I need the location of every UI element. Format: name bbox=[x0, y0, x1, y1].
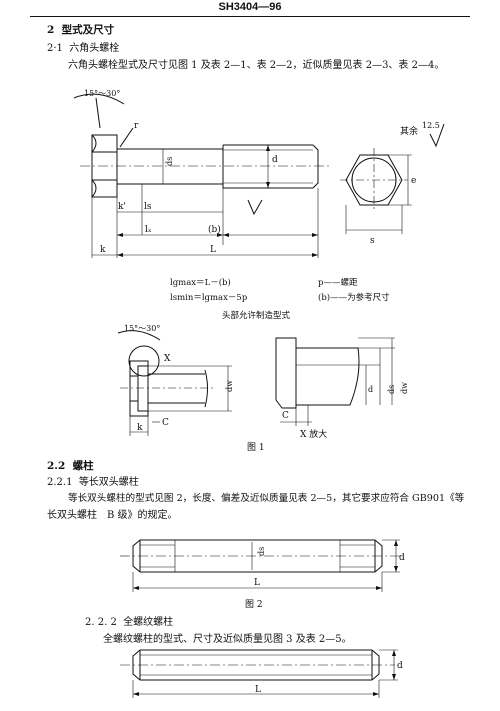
section-2-2-heading: 2.2 螺柱 bbox=[47, 458, 94, 473]
section-2-title: 型式及尺寸 bbox=[61, 24, 115, 36]
section-2-2-title: 螺柱 bbox=[72, 460, 94, 472]
section-2-1-number: 2·1 bbox=[47, 43, 63, 54]
fig1-k2-label: k bbox=[137, 423, 143, 433]
fig1-roughness-value: 12.5 bbox=[422, 121, 440, 130]
fig1-e-label: e bbox=[411, 176, 416, 186]
section-2-2-2-paragraph: 全螺纹螺柱的型式、尺寸及近似质量见图 3 及表 2—5。 bbox=[103, 634, 352, 645]
fig1-k-label: k bbox=[100, 245, 106, 255]
fig1-roughness-label: 其余 bbox=[400, 125, 418, 137]
section-2-1-paragraph: 六角头螺栓型式及尺寸见图 1 及表 2—1、表 2—2，近似质量见表 2—3、表… bbox=[68, 60, 445, 71]
section-2-heading: 2 型式及尺寸 bbox=[47, 22, 114, 37]
section-2-2-1-title: 等长双头螺柱 bbox=[78, 477, 139, 488]
fig2-d-label: d bbox=[399, 553, 405, 563]
section-2-number: 2 bbox=[47, 24, 55, 36]
section-2-2-2-number: 2. 2. 2 bbox=[85, 617, 117, 628]
fig1-dw-label: dw bbox=[225, 380, 234, 392]
fig2-L-label: L bbox=[254, 578, 260, 588]
fig1-C-label: C bbox=[162, 418, 169, 428]
fig1-note-reference: (b)——为参考尺寸 bbox=[318, 292, 390, 303]
fig1-note-pitch: p——螺距 bbox=[318, 277, 358, 288]
fig1-b-label: (b) bbox=[208, 224, 221, 235]
fig1-caption: 图 1 bbox=[247, 442, 265, 453]
fig1-d2-label: d bbox=[368, 385, 373, 394]
fig1-L-label: L bbox=[210, 245, 216, 255]
section-2-1-title: 六角头螺栓 bbox=[69, 43, 120, 54]
doc-header: SH3404—96 bbox=[218, 1, 282, 13]
fig2-ds-label: ds bbox=[257, 547, 266, 556]
fig1-dw2-label: dw bbox=[400, 382, 409, 394]
fig3-d-label: d bbox=[397, 661, 403, 671]
fig1-head-caption: 头部允许制造型式 bbox=[222, 310, 291, 321]
fig1-C2-label: C bbox=[282, 411, 289, 421]
fig1-angle-label: 15°～30° bbox=[84, 89, 120, 98]
section-2-2-1-heading: 2.2.1 等长双头螺柱 bbox=[47, 473, 139, 488]
section-2-2-1-paragraph-line1: 等长双头螺柱的型式见图 2，长度、偏差及近似质量见表 2—5，其它要求应符合 G… bbox=[68, 493, 465, 504]
fig1-ds2-label: ds bbox=[387, 385, 396, 394]
fig1-d-label: d bbox=[272, 155, 278, 165]
fig2-caption: 图 2 bbox=[245, 599, 263, 610]
fig1-angle2-label: 15°～30° bbox=[124, 324, 160, 333]
fig1-lg-label: lₓ bbox=[145, 225, 152, 235]
fig1-ds-label: ds bbox=[165, 157, 174, 166]
fig1-s-label: s bbox=[370, 236, 375, 246]
section-2-2-1-paragraph-line2: 长双头螺柱 B 级》的规定。 bbox=[47, 510, 178, 521]
fig1-ls-label: ls bbox=[144, 202, 152, 212]
fig1-formula-lgmax: lgmax＝L－(b) bbox=[170, 277, 231, 288]
fig1-formula-lsmin: lsmin＝lgmax－5p bbox=[170, 293, 248, 303]
fig1-X-zoom-caption: X 放大 bbox=[300, 428, 327, 440]
fig3-L-label: L bbox=[255, 685, 261, 695]
fig1-X-label: X bbox=[164, 354, 171, 364]
section-2-2-2-title: 全螺纹螺柱 bbox=[123, 617, 174, 628]
section-2-1-heading: 2·1 六角头螺栓 bbox=[47, 39, 119, 54]
fig1-r-label: r bbox=[134, 121, 139, 131]
section-2-2-2-heading: 2. 2. 2 全螺纹螺柱 bbox=[85, 613, 173, 628]
fig1-kprime-label: k' bbox=[118, 202, 126, 212]
header-rule bbox=[30, 16, 470, 17]
section-2-2-number: 2.2 bbox=[47, 460, 66, 472]
section-2-2-1-number: 2.2.1 bbox=[47, 477, 73, 488]
